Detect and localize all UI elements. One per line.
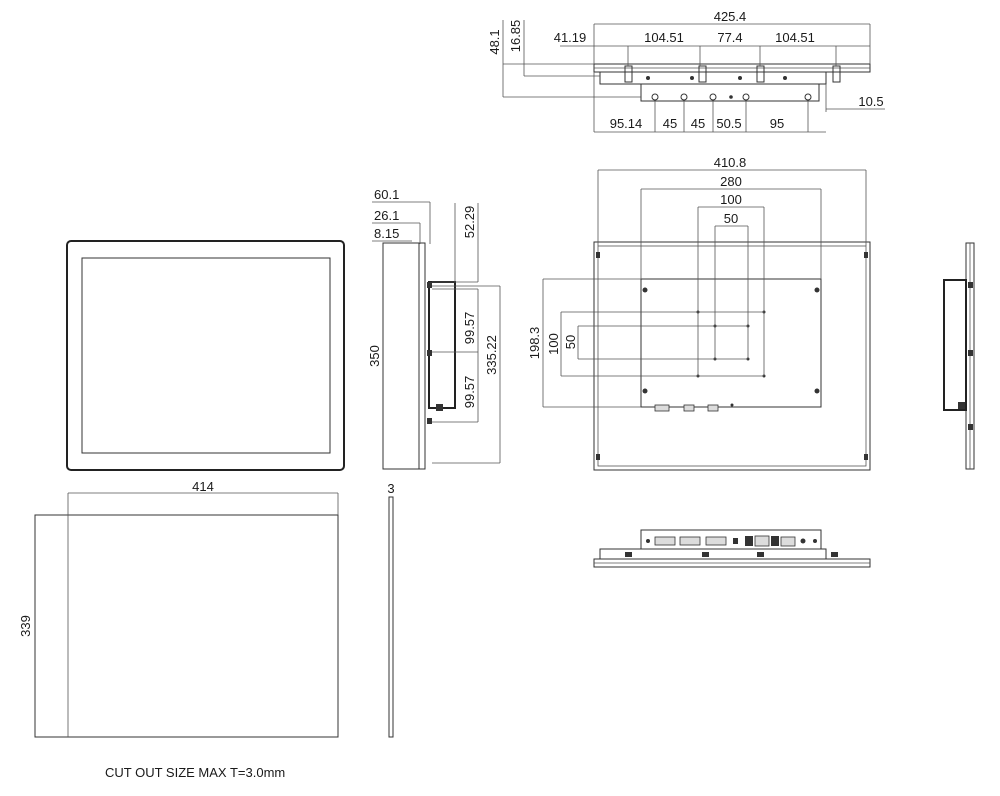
cutout-thickness-label: 3 — [387, 481, 394, 496]
top-port-span-4-label: 50.5 — [716, 116, 741, 131]
top-side-depth-label: 10.5 — [858, 94, 883, 109]
rear-vesa-100-label: 100 — [720, 192, 742, 207]
rear-overall-width-label: 410.8 — [714, 155, 747, 170]
top-port-span-2-label: 45 — [663, 116, 677, 131]
cutout-view: 414 339 3 — [18, 479, 395, 738]
top-bracket-span-a-label: 104.51 — [644, 30, 684, 45]
side-depth-total-label: 60.1 — [374, 187, 399, 202]
side-height-label: 350 — [367, 345, 382, 367]
side-view: 60.1 26.1 8.15 52.29 99.57 99.57 335.22 … — [367, 187, 501, 470]
cutout-outline — [34, 514, 339, 738]
rear-vertical-100-label: 100 — [546, 333, 561, 355]
rear-bezel — [593, 241, 871, 471]
top-height-total-label: 48.1 — [487, 29, 502, 54]
front-view — [66, 240, 345, 471]
side-bezel — [418, 242, 426, 470]
right-side-view — [943, 242, 975, 470]
cutout-height-label: 339 — [18, 615, 33, 637]
top-view: 425.4 41.19 104.51 77.4 104.51 48.1 16.8… — [487, 9, 885, 133]
top-bracket-span-b-label: 77.4 — [717, 30, 742, 45]
side-bracket-pitch-a-label: 99.57 — [462, 312, 477, 345]
top-rear-body — [599, 71, 827, 85]
top-overall-width-label: 425.4 — [714, 9, 747, 24]
top-port-span-1-label: 95.14 — [610, 116, 643, 131]
side-bracket-box — [428, 281, 456, 409]
rear-vertical-50-label: 50 — [563, 335, 578, 349]
side-bracket-pitch-b-label: 99.57 — [462, 376, 477, 409]
rear-vesa-50-label: 50 — [724, 211, 738, 226]
cutout-width-label: 414 — [192, 479, 214, 494]
side-body — [382, 242, 420, 470]
top-port-span-5-label: 95 — [770, 116, 784, 131]
bottom-view — [593, 529, 871, 568]
rear-vertical-198-label: 198.3 — [527, 327, 542, 360]
side-depth-body-label: 26.1 — [374, 208, 399, 223]
top-bracket-span-c-label: 104.51 — [775, 30, 815, 45]
side-bracket-span-label: 335.22 — [484, 335, 499, 375]
top-port-block — [640, 83, 820, 102]
front-screen-area — [81, 257, 331, 454]
panel-thickness-edge — [388, 496, 394, 738]
side-top-offset-label: 52.29 — [462, 206, 477, 239]
rear-body — [640, 278, 822, 408]
top-port-span-3-label: 45 — [691, 116, 705, 131]
side-depth-bezel-label: 8.15 — [374, 226, 399, 241]
rear-vesa-280-label: 280 — [720, 174, 742, 189]
top-height-bracket-label: 16.85 — [508, 20, 523, 53]
rear-view: 410.8 280 100 50 198.3 100 50 — [527, 155, 871, 471]
top-bracket-offset-label: 41.19 — [554, 30, 587, 45]
front-bezel — [66, 240, 345, 471]
cutout-caption: CUT OUT SIZE MAX T=3.0mm — [105, 765, 286, 780]
